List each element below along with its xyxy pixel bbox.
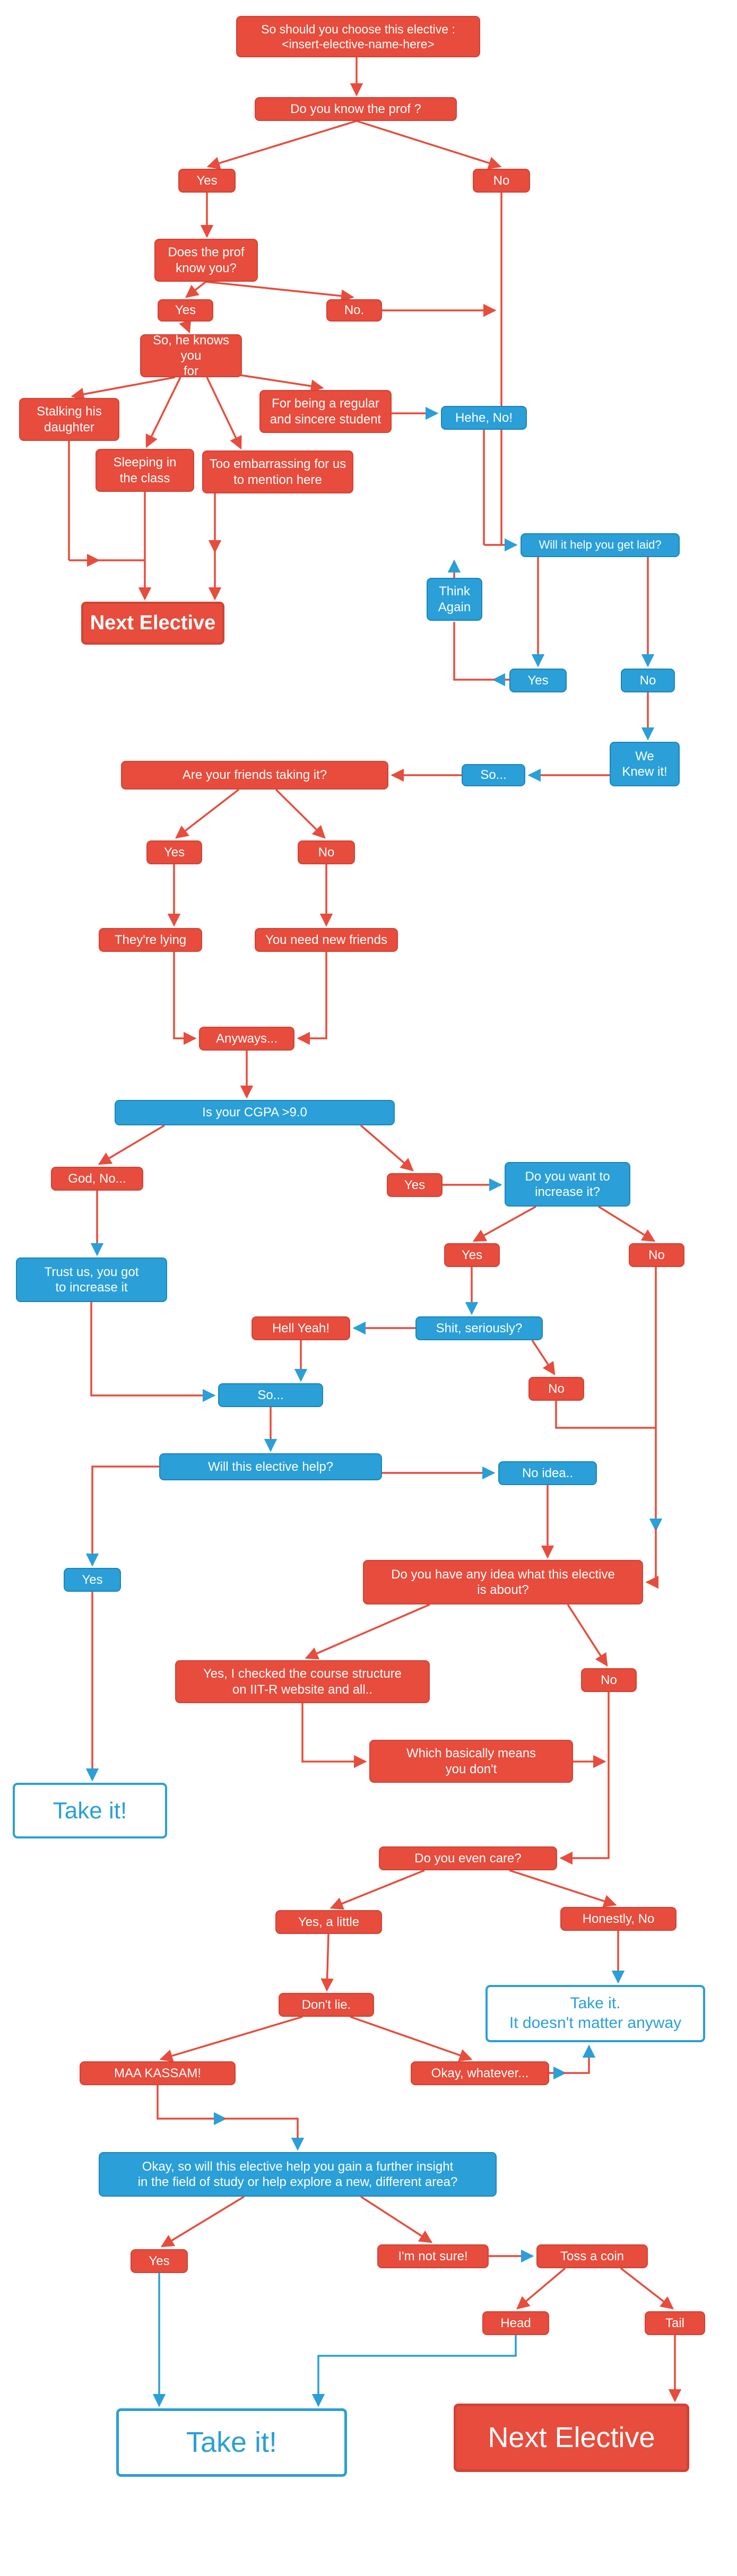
node-take-it-final: Take it! [116, 2408, 347, 2477]
node-get-laid: Will it help you get laid? [521, 533, 680, 557]
node-anyways: Anyways... [199, 1027, 294, 1051]
node-dont-lie: Don't lie. [279, 1993, 374, 2017]
node-cgpa: Is your CGPA >9.0 [115, 1100, 395, 1125]
node-okay-whatever: Okay, whatever... [411, 2061, 549, 2085]
node-laid-yes: Yes [509, 669, 567, 692]
connector-group [68, 57, 682, 2407]
node-hell-yeah: Hell Yeah! [252, 1316, 350, 1340]
node-next-elective-top: Next Elective [81, 602, 224, 645]
node-prof-know-you: Does the prof know you? [154, 239, 258, 282]
node-know-prof-yes: Yes [178, 169, 236, 193]
node-trust-us: Trust us, you got to increase it [16, 1257, 167, 1302]
node-not-sure: I'm not sure! [377, 2244, 489, 2268]
node-embarrassing: Too embarrassing for us to mention here [202, 450, 353, 493]
node-big-question: Okay, so will this elective help you gai… [99, 2152, 497, 2197]
node-theyre-lying: They're lying [99, 928, 202, 952]
node-new-friends: You need new friends [255, 928, 398, 952]
node-cgpa-yes: Yes [387, 1173, 443, 1197]
node-head: Head [482, 2311, 549, 2335]
node-increase-yes: Yes [444, 1243, 500, 1267]
node-shit-no: No [528, 1377, 584, 1401]
node-laid-no: No [621, 669, 675, 692]
node-elective-help: Will this elective help? [159, 1453, 382, 1480]
node-help-yes: Yes [64, 1568, 121, 1592]
node-sleeping: Sleeping in the class [96, 449, 194, 492]
node-prof-knows-no: No. [326, 299, 382, 322]
node-title: So should you choose this elective : <in… [236, 16, 480, 57]
node-even-care: Do you even care? [379, 1846, 557, 1870]
node-about-no: No [581, 1668, 637, 1692]
node-maa-kassam: MAA KASSAM! [80, 2061, 236, 2085]
node-think-again: Think Again [427, 578, 482, 621]
node-so-2: So... [218, 1383, 323, 1407]
node-next-elective-final: Next Elective [454, 2404, 689, 2472]
node-take-it-matter: Take it. It doesn't matter anyway [485, 1985, 705, 2042]
node-final-yes: Yes [131, 2249, 188, 2273]
node-god-no: God, No... [51, 1167, 143, 1191]
node-know-prof: Do you know the prof ? [255, 97, 457, 121]
node-care-no: Honestly, No [560, 1907, 677, 1931]
node-basically-dont: Which basically means you don't [369, 1740, 573, 1783]
node-friends-taking: Are your friends taking it? [121, 761, 388, 790]
node-we-knew-it: We Knew it! [610, 742, 680, 786]
node-shit-seriously: Shit, seriously? [415, 1316, 543, 1340]
node-prof-knows-yes: Yes [158, 299, 213, 322]
node-checked-structure: Yes, I checked the course structure on I… [175, 1660, 430, 1703]
node-hehe-no: Hehe, No! [441, 406, 527, 430]
node-any-idea: Do you have any idea what this elective … [363, 1560, 643, 1604]
node-want-increase: Do you want to increase it? [505, 1162, 630, 1207]
node-tail: Tail [645, 2311, 705, 2335]
node-toss-coin: Toss a coin [536, 2244, 648, 2268]
node-take-it-mid: Take it! [13, 1783, 167, 1838]
node-friends-yes: Yes [146, 840, 202, 864]
node-stalking: Stalking his daughter [19, 398, 119, 441]
node-no-idea: No idea.. [498, 1461, 597, 1485]
node-know-prof-no: No [473, 169, 530, 193]
node-knows-you-for: So, he knows you for [140, 333, 242, 378]
node-increase-no: No [629, 1243, 684, 1267]
node-regular-student: For being a regular and sincere student [259, 390, 392, 433]
node-so-1: So... [462, 764, 525, 786]
node-care-yes: Yes, a little [275, 1910, 382, 1934]
node-friends-no: No [298, 840, 355, 864]
